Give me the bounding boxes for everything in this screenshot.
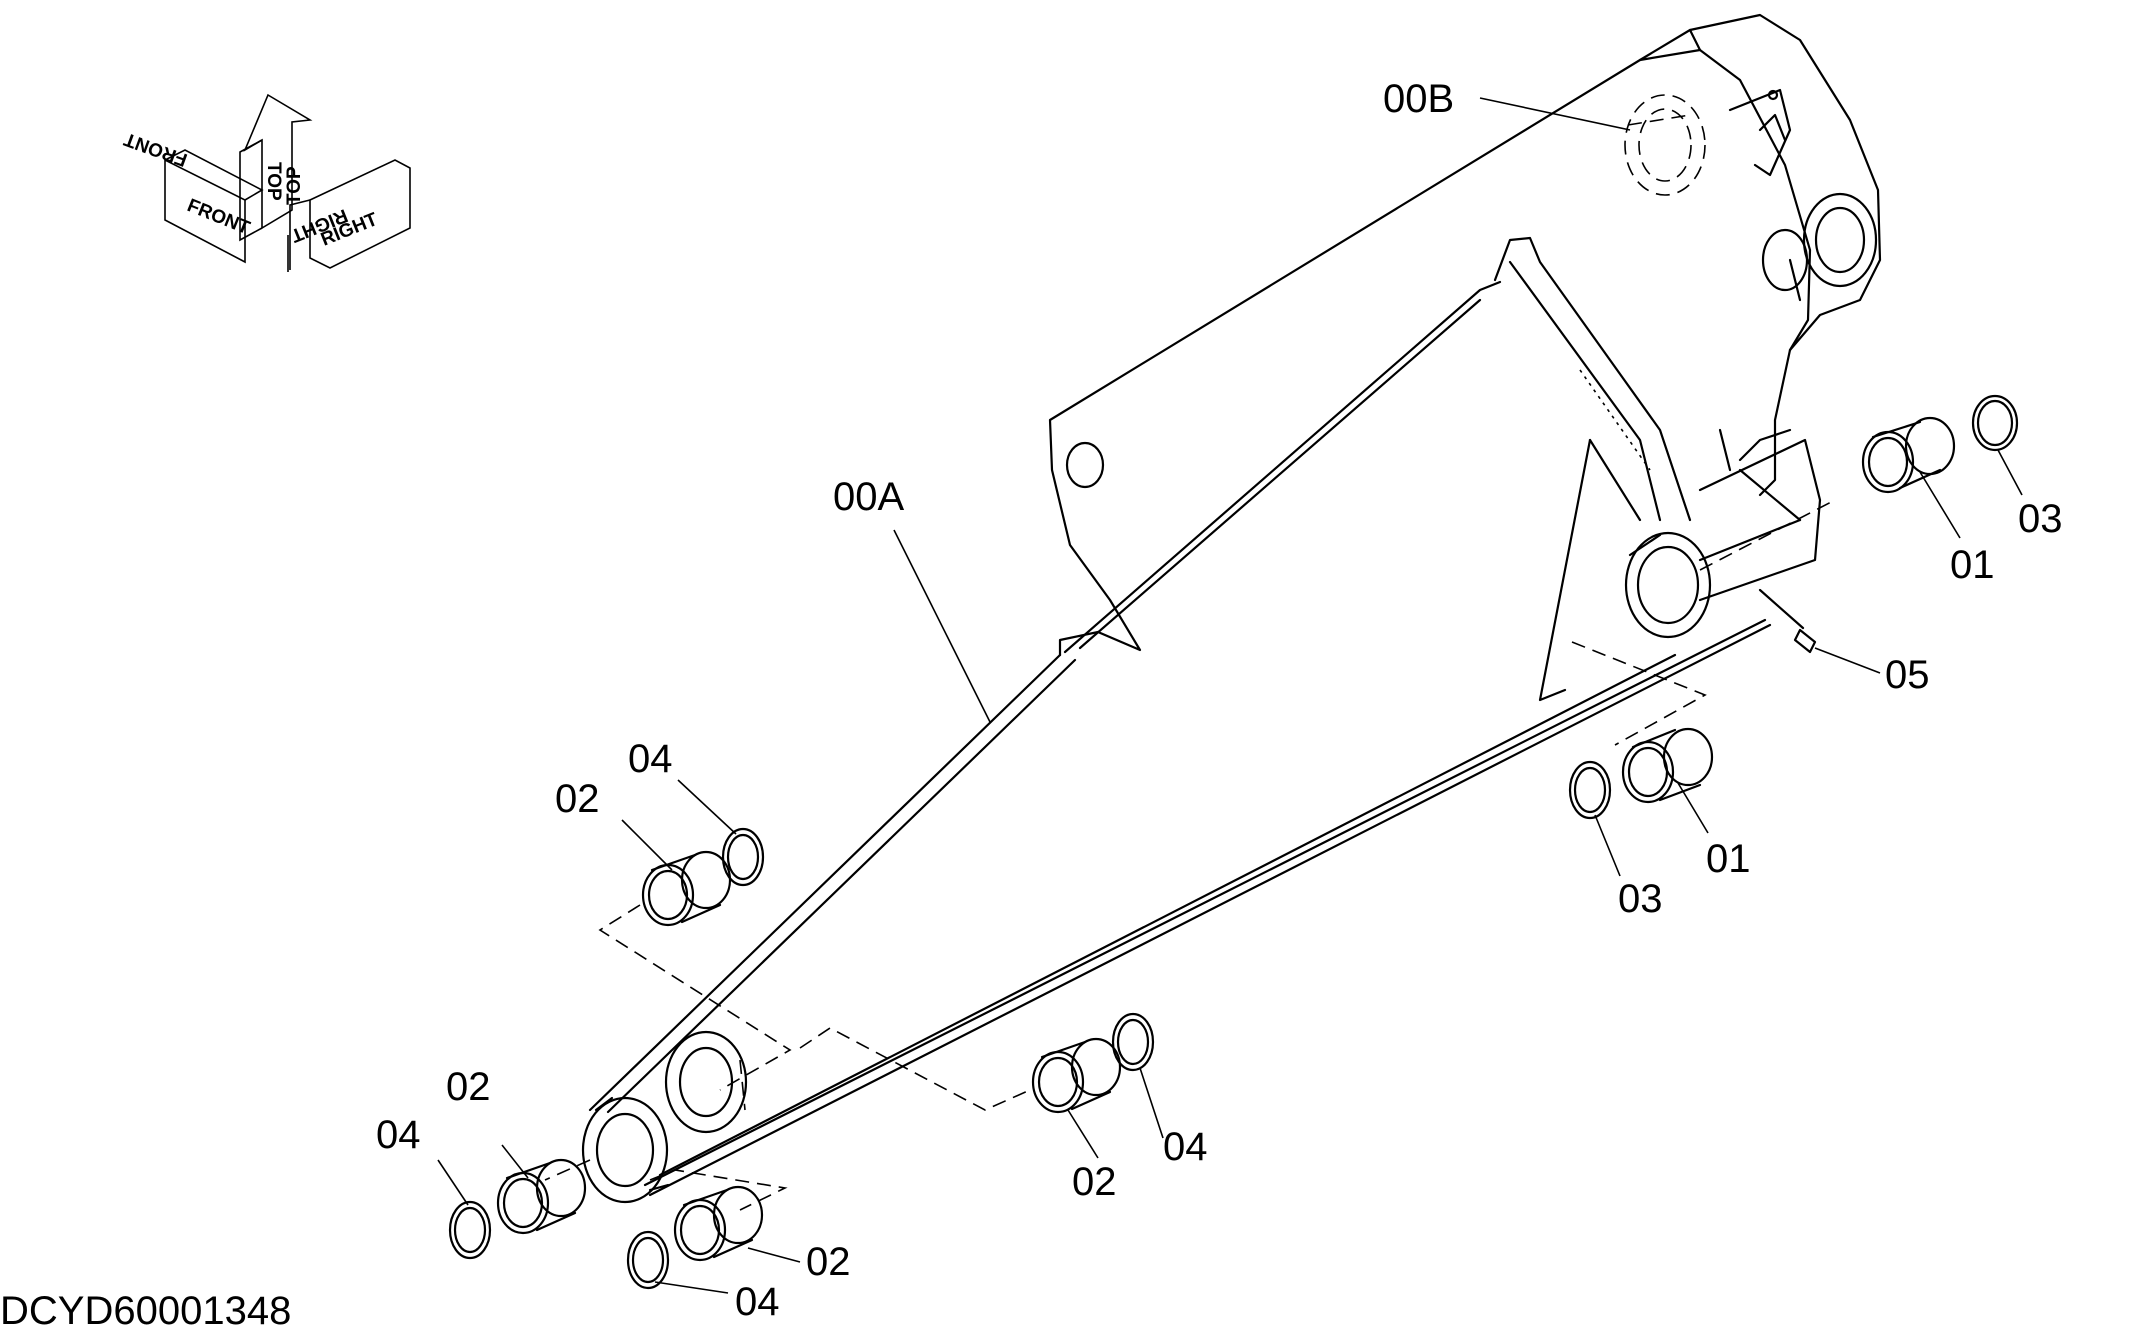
- ring-03-lower: [1568, 760, 1612, 820]
- callout-03-lower: 03: [1618, 877, 1663, 921]
- leader-lines: [437, 97, 2023, 1294]
- callout-02-b: 02: [1072, 1160, 1117, 1204]
- orientation-front-label-mirror: FRONT: [121, 128, 190, 170]
- callout-02-c: 02: [446, 1065, 491, 1109]
- callout-labels: 00B 00A 03 01 05 04 02 03 01 04 02 04 02…: [376, 77, 2063, 1324]
- orientation-top-label: TOP: [263, 162, 284, 201]
- callout-04-d: 04: [735, 1280, 780, 1324]
- ring-04-c: [448, 1200, 492, 1260]
- callout-02-a: 02: [555, 777, 600, 821]
- bushing-02-c: [496, 1158, 587, 1235]
- ring-04-a: [721, 827, 765, 887]
- orientation-top-label-mirror: TOP: [284, 166, 305, 205]
- grease-fitting-05: [1758, 588, 1817, 654]
- callout-01-upper: 01: [1950, 543, 1995, 587]
- callout-01-lower: 01: [1706, 837, 1751, 881]
- drawing-code: DCYD60001348: [0, 1289, 291, 1333]
- callout-05: 05: [1885, 653, 1930, 697]
- bushing-01-upper: [1861, 416, 1956, 494]
- bushing-02-a: [641, 850, 732, 927]
- orientation-indicator: FRONT FRONT TOP TOP RIGHT RIGHT: [121, 93, 411, 272]
- ring-04-b: [1111, 1012, 1155, 1072]
- bushing-02-b: [1031, 1037, 1122, 1114]
- callout-04-c: 04: [376, 1113, 421, 1157]
- callout-03-upper: 03: [2018, 497, 2063, 541]
- boom-assembly: [581, 13, 1882, 1204]
- callout-04-a: 04: [628, 737, 673, 781]
- callout-00b: 00B: [1383, 77, 1454, 121]
- callout-04-b: 04: [1163, 1125, 1208, 1169]
- callout-02-d: 02: [806, 1240, 851, 1284]
- parts: [448, 394, 2019, 1290]
- ring-04-d: [626, 1230, 670, 1290]
- assembly-lines: [544, 499, 1836, 1211]
- ring-03-upper: [1971, 394, 2019, 452]
- bushing-02-d: [673, 1185, 764, 1262]
- callout-00a: 00A: [833, 475, 904, 519]
- orientation-front-label: FRONT: [184, 195, 253, 239]
- bushing-01-lower: [1621, 727, 1714, 804]
